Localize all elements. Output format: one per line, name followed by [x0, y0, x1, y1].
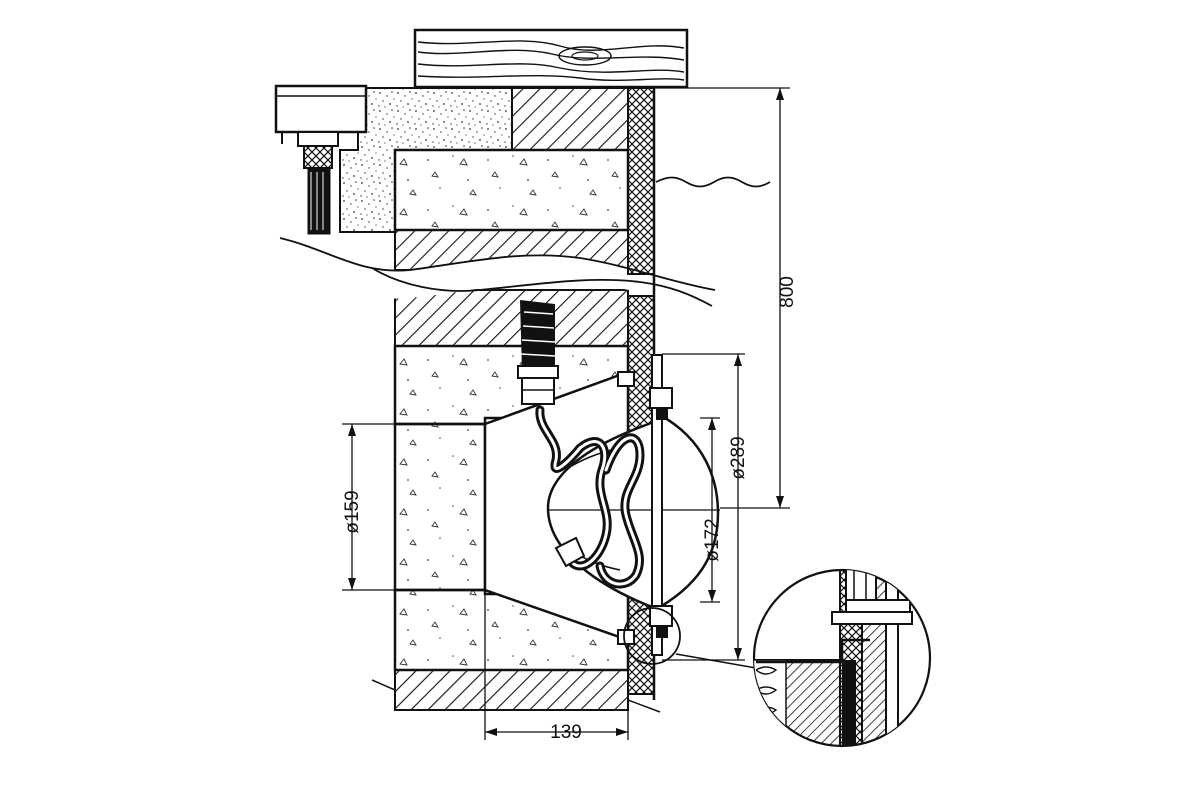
enlarged-detail	[752, 568, 932, 748]
water-surface	[655, 176, 771, 188]
wall-fitting	[274, 84, 368, 235]
cable-conduit	[517, 300, 559, 405]
hatched-masonry-bottom	[394, 669, 629, 711]
concrete-block-upper	[393, 148, 630, 232]
hatched-masonry-middle	[394, 289, 629, 347]
cable-loops	[535, 405, 645, 589]
dimension-housing-diameter-label: ø289	[728, 436, 749, 479]
wood-deck-beam	[413, 28, 689, 89]
dimension-niche-depth-label: 139	[550, 722, 582, 743]
detail-callout-marker	[623, 607, 681, 665]
dimension-lines	[342, 87, 790, 740]
dimension-niche-diameter-label: ø159	[342, 490, 363, 533]
dimension-depth-label: 800	[777, 276, 798, 308]
dimension-arrows	[348, 88, 784, 736]
hatched-masonry-top	[511, 87, 629, 151]
pool-wall-lining-upper	[627, 87, 655, 275]
dimension-lens-diameter-label: ø172	[702, 518, 723, 561]
